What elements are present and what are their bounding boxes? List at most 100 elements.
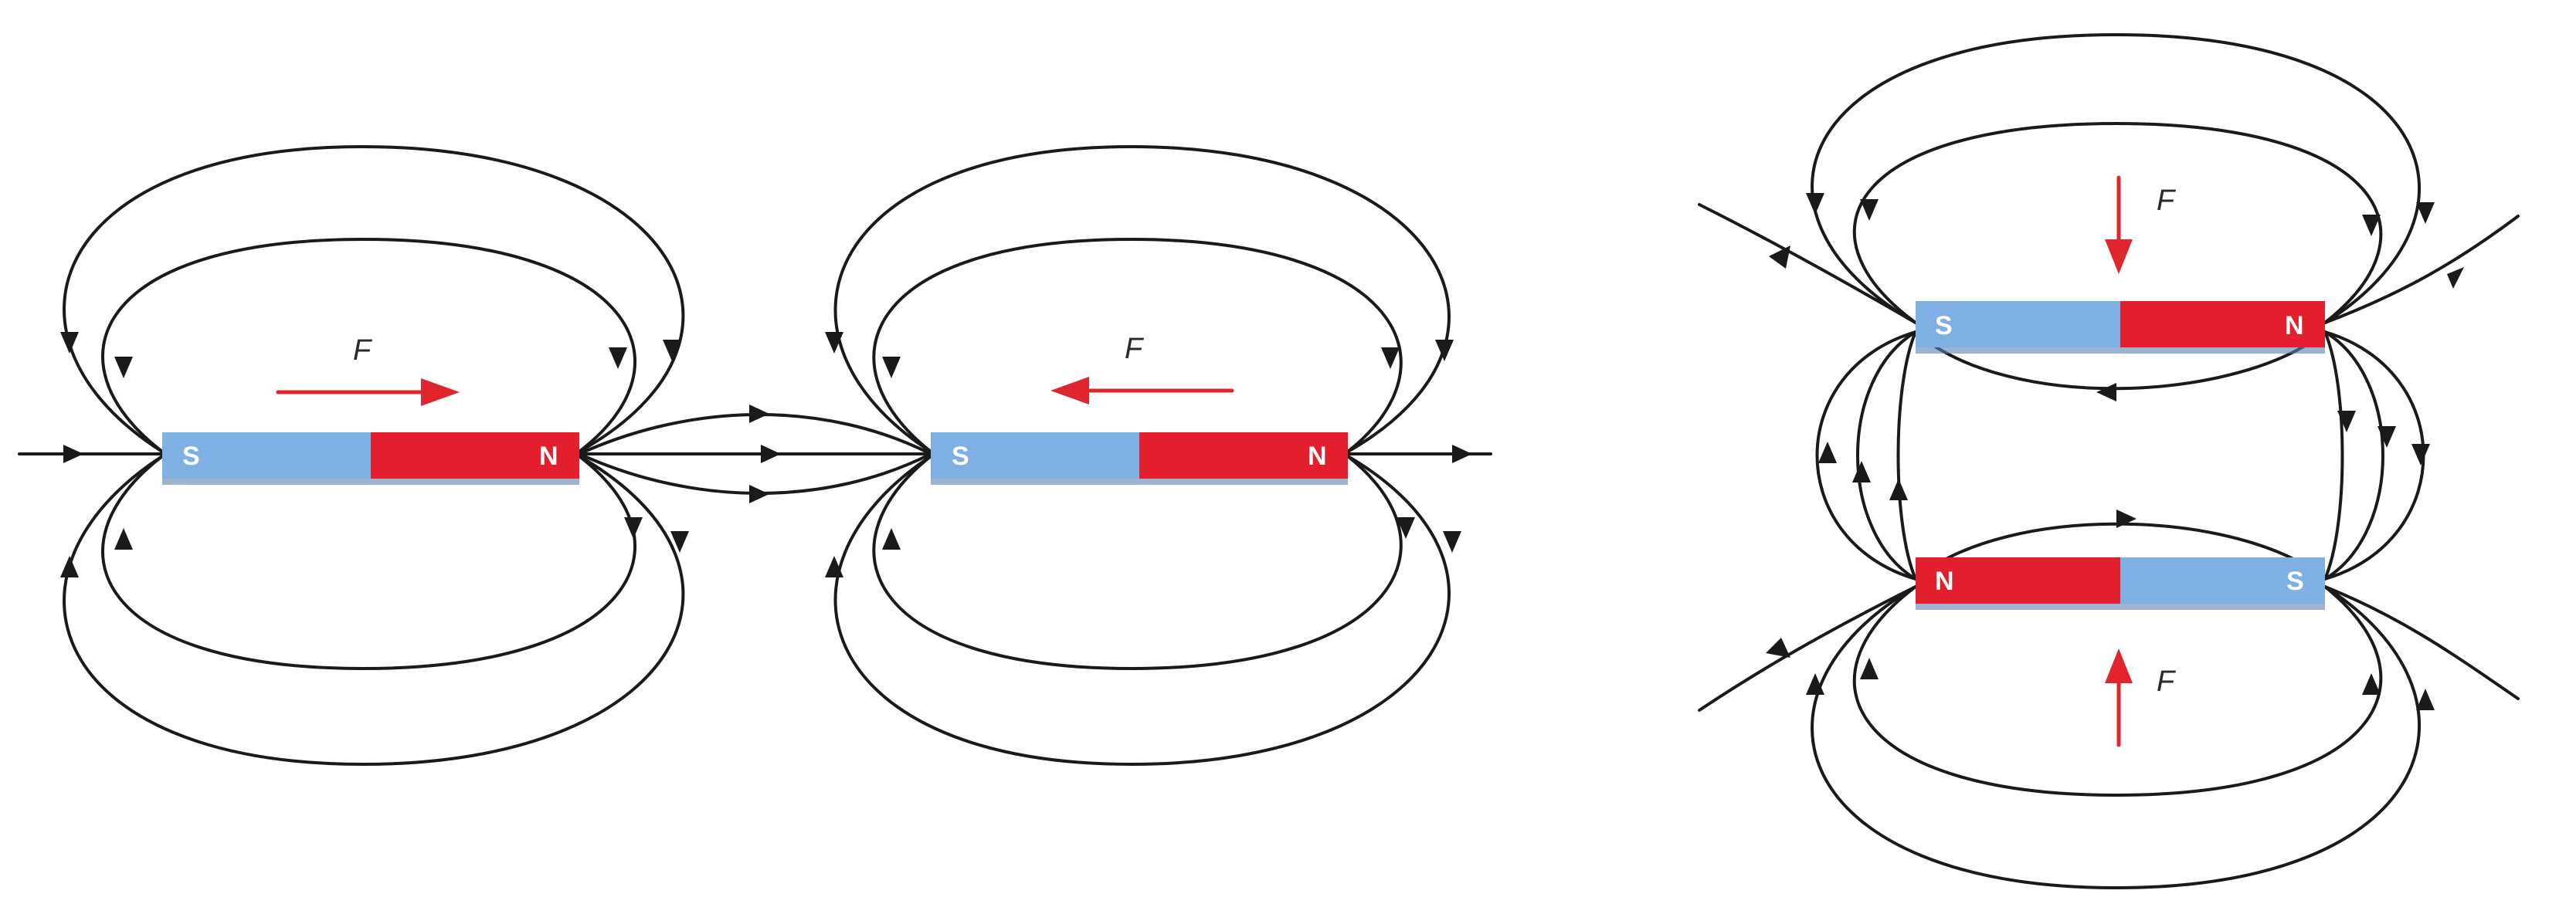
- field-line-right-bottom-outer: [1811, 585, 2421, 890]
- arrow-icon: [2416, 202, 2435, 224]
- magnet-middle-right-pole: N: [1308, 442, 1327, 471]
- magnet-right-top-left-pole: S: [1935, 311, 1953, 340]
- field-line-right-top-spread-left: [1698, 203, 1917, 324]
- force-middle: F: [1050, 333, 1234, 405]
- field-line-middle-inner-top: [872, 237, 1403, 453]
- field-line-right-left-outer: [1815, 330, 1917, 581]
- arrow-icon: [1860, 199, 1879, 221]
- arrow-icon: [63, 445, 83, 463]
- magnet-right-top-south-half: [1916, 301, 2120, 347]
- arrow-icon: [2337, 411, 2356, 432]
- field-line-left-outer-bottom: [63, 455, 685, 767]
- arrow-icon: [825, 332, 843, 354]
- magnet-left-right-pole: N: [539, 442, 558, 471]
- field-line-right-bottom-spread-right: [2323, 585, 2520, 700]
- arrow-icon: [882, 528, 901, 550]
- arrow-icon: [114, 528, 133, 550]
- arrow-icon: [1769, 245, 1790, 269]
- field-line-right-top-outer: [1811, 32, 2421, 324]
- arrow-icon: [670, 531, 689, 553]
- force-right-top-arrowhead-icon: [2105, 239, 2133, 274]
- magnet-right-bottom-right-pole: S: [2286, 567, 2304, 596]
- arrow-icon: [663, 340, 681, 361]
- magnet-middle-north-half: [1139, 432, 1348, 479]
- magnet-right-bottom-left-pole: N: [1935, 567, 1954, 596]
- field-line-bridge-upper: [578, 413, 932, 455]
- magnet-left-north-half: [371, 432, 579, 479]
- arrow-icon: [2447, 267, 2464, 289]
- arrow-icon: [761, 445, 781, 463]
- field-line-bridge-lower: [578, 452, 932, 495]
- arrow-icon: [114, 357, 133, 378]
- field-line-right-left-inner: [1896, 330, 1917, 581]
- arrow-icon: [1435, 340, 1454, 361]
- arrow-icon: [1443, 531, 1461, 553]
- field-line-right-top-spread-right: [2323, 215, 2520, 324]
- arrow-icon: [609, 347, 627, 369]
- force-left-arrowhead-icon: [421, 378, 460, 406]
- field-line-right-bottom-spread-left: [1698, 585, 1917, 712]
- field-line-left-inner-top: [100, 237, 636, 453]
- arrow-icon: [2377, 426, 2396, 448]
- magnet-right-bottom-north-half: [1916, 557, 2120, 604]
- magnet-right-top: S N: [1916, 301, 2325, 354]
- force-right-top: F: [2105, 175, 2176, 274]
- arrow-icon: [1860, 658, 1879, 679]
- arrow-icon: [60, 556, 79, 577]
- arrow-icon: [2096, 383, 2116, 401]
- arrow-icon: [1806, 193, 1824, 215]
- field-line-left-outer-top: [63, 144, 685, 453]
- arrow-icon: [1452, 445, 1472, 463]
- arrow-icon: [60, 332, 79, 354]
- magnet-right-top-north-half: [2120, 301, 2325, 347]
- field-line-middle-inner-bottom: [872, 455, 1403, 671]
- force-right-bottom-arrowhead-icon: [2105, 648, 2133, 683]
- arrow-icon: [749, 405, 769, 423]
- magnet-left-south-half: [162, 432, 371, 479]
- field-line-left-inner-bottom: [100, 455, 636, 671]
- arrow-icon: [1818, 442, 1837, 463]
- magnet-right-bottom-shadow: [1916, 604, 2325, 610]
- field-line-right-top-inner: [1852, 121, 2383, 324]
- arrow-icon: [2362, 673, 2381, 695]
- field-line-right-right-mid: [2323, 330, 2384, 581]
- force-right-top-label: F: [2157, 185, 2176, 217]
- field-line-right-right-outer: [2323, 330, 2425, 581]
- field-line-right-left-mid: [1856, 330, 1917, 581]
- magnet-right-bottom: N S: [1916, 557, 2325, 610]
- magnet-left-shadow: [162, 479, 579, 485]
- field-line-middle-outer-top: [833, 144, 1451, 453]
- field-arrowheads: [60, 193, 2464, 710]
- arrow-icon: [1381, 347, 1400, 369]
- force-right-bottom: F: [2105, 648, 2176, 747]
- arrow-icon: [749, 485, 769, 503]
- force-left: F: [276, 334, 460, 406]
- field-line-right-gap-upper: [1914, 330, 2327, 391]
- arrow-icon: [2362, 215, 2381, 236]
- arrow-icon: [1766, 638, 1790, 658]
- force-left-label: F: [353, 334, 372, 367]
- magnet-right-bottom-south-half: [2120, 557, 2325, 604]
- magnet-left: S N: [162, 432, 579, 485]
- force-middle-label: F: [1125, 333, 1144, 365]
- arrow-icon: [1806, 673, 1824, 695]
- arrow-icon: [2416, 689, 2435, 710]
- magnet-middle-south-half: [931, 432, 1139, 479]
- arrow-icon: [825, 556, 843, 577]
- arrow-icon: [882, 357, 901, 378]
- magnet-right-top-right-pole: N: [2285, 311, 2304, 340]
- force-right-bottom-label: F: [2157, 665, 2176, 698]
- field-line-right-right-inner: [2323, 330, 2344, 581]
- force-middle-arrowhead-icon: [1050, 377, 1089, 405]
- arrow-icon: [2116, 510, 2136, 528]
- arrow-icon: [624, 517, 643, 539]
- magnet-right-top-shadow: [1916, 347, 2325, 354]
- arrow-icon: [1889, 479, 1908, 500]
- arrow-icon: [2411, 444, 2430, 466]
- magnet-middle: S N: [931, 432, 1348, 485]
- magnet-middle-shadow: [931, 479, 1348, 485]
- magnet-middle-left-pole: S: [952, 442, 969, 471]
- arrow-icon: [1397, 517, 1415, 539]
- field-line-right-bottom-inner: [1852, 585, 2383, 797]
